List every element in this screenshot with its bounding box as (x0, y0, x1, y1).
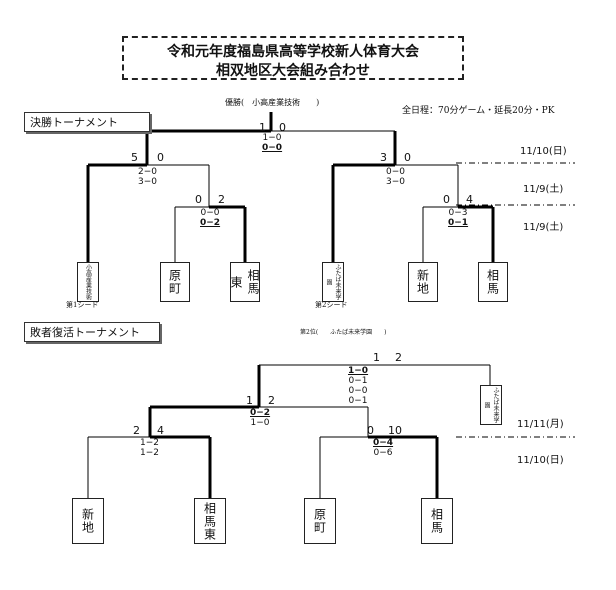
semi-left-right-score: 0 (157, 151, 164, 164)
cons-r1-left-left-score: 2 (133, 424, 140, 437)
team-name: 相馬東 (229, 269, 260, 295)
title-line-2: 相双地区大会組み合わせ (216, 63, 370, 79)
second-place-label: 第2位( ふたば未来学園 ) (300, 329, 387, 336)
cons-r1-left-right-score: 4 (157, 424, 164, 437)
q-left-right-score: 2 (218, 193, 225, 206)
semi-right-left-score: 3 (380, 151, 387, 164)
team-name: 小高産業技術 (84, 264, 92, 300)
first-seed-label: 第1シード (66, 301, 99, 309)
team-name: 相馬 (485, 269, 500, 295)
q-right-right-score: 4 (466, 193, 473, 206)
cons-semi-score-detail: 0−2 1−0 (250, 408, 271, 428)
cons-final-right-score: 2 (395, 351, 402, 364)
team-box: 小高産業技術 (77, 262, 99, 302)
cons-r1-right-score-detail: 0−4 0−6 (373, 438, 394, 458)
cons-final-score-detail: 1−0 0−1 0−0 0−1 (348, 366, 369, 406)
date-final: 11/10(日) (520, 146, 567, 157)
team-box: 原町 (304, 498, 336, 544)
team-name: ふたば未来学園 (483, 387, 499, 423)
semi-right-right-score: 0 (404, 151, 411, 164)
date-semi: 11/9(土) (523, 184, 564, 195)
team-name: 原町 (312, 508, 327, 534)
team-name: 相馬 (429, 508, 444, 534)
team-box: 相馬 (478, 262, 508, 302)
semi-left-score-detail: 2−0 3−0 (138, 167, 157, 187)
q-right-left-score: 0 (443, 193, 450, 206)
team-box: ふたば未来学園 (480, 385, 502, 425)
final-left-score: 1 (259, 121, 266, 134)
team-box: 原町 (160, 262, 190, 302)
team-name: 原町 (167, 269, 182, 295)
cons-r1-right-left-score: 0 (367, 424, 374, 437)
final-score-detail: 1−0 0−0 (262, 133, 283, 153)
tournament-title-box: 令和元年度福島県高等学校新人体育大会 相双地区大会組み合わせ (122, 36, 464, 80)
team-box: ふたば未来学園 (322, 262, 344, 302)
q-left-left-score: 0 (195, 193, 202, 206)
team-box: 新地 (408, 262, 438, 302)
champion-label: 優勝( 小高産業技術 ) (225, 98, 320, 107)
final-right-score: 0 (279, 121, 286, 134)
main-tournament-label: 決勝トーナメント (24, 112, 150, 132)
team-box: 相馬 (421, 498, 453, 544)
team-name: ふたば未来学園 (325, 264, 341, 300)
consolation-tournament-label: 敗者復活トーナメント (24, 322, 160, 342)
team-box: 相馬東 (229, 262, 260, 302)
team-box: 相馬東 (194, 498, 226, 544)
team-name: 新地 (415, 269, 430, 295)
team-name: 新地 (80, 508, 95, 534)
cons-r1-left-score-detail: 1−2 1−2 (140, 438, 159, 458)
team-name: 相馬東 (202, 501, 217, 541)
q-right-score-detail: 0−3 0−1 (448, 208, 469, 228)
date-cons-r1: 11/10(日) (517, 455, 564, 466)
cons-r1-right-right-score: 10 (388, 424, 402, 437)
cons-semi-left-score: 1 (246, 394, 253, 407)
team-box: 新地 (72, 498, 104, 544)
semi-left-left-score: 5 (131, 151, 138, 164)
q-left-score-detail: 0−0 0−2 (200, 208, 221, 228)
cons-semi-right-score: 2 (268, 394, 275, 407)
second-seed-label: 第2シード (315, 301, 348, 309)
date-quarter: 11/9(土) (523, 222, 564, 233)
schedule-note: 全日程：70分ゲーム・延長20分・PK (402, 106, 555, 116)
date-cons-final: 11/11(月) (517, 419, 564, 430)
title-line-1: 令和元年度福島県高等学校新人体育大会 (167, 44, 419, 60)
cons-final-left-score: 1 (373, 351, 380, 364)
semi-right-score-detail: 0−0 3−0 (386, 167, 405, 187)
